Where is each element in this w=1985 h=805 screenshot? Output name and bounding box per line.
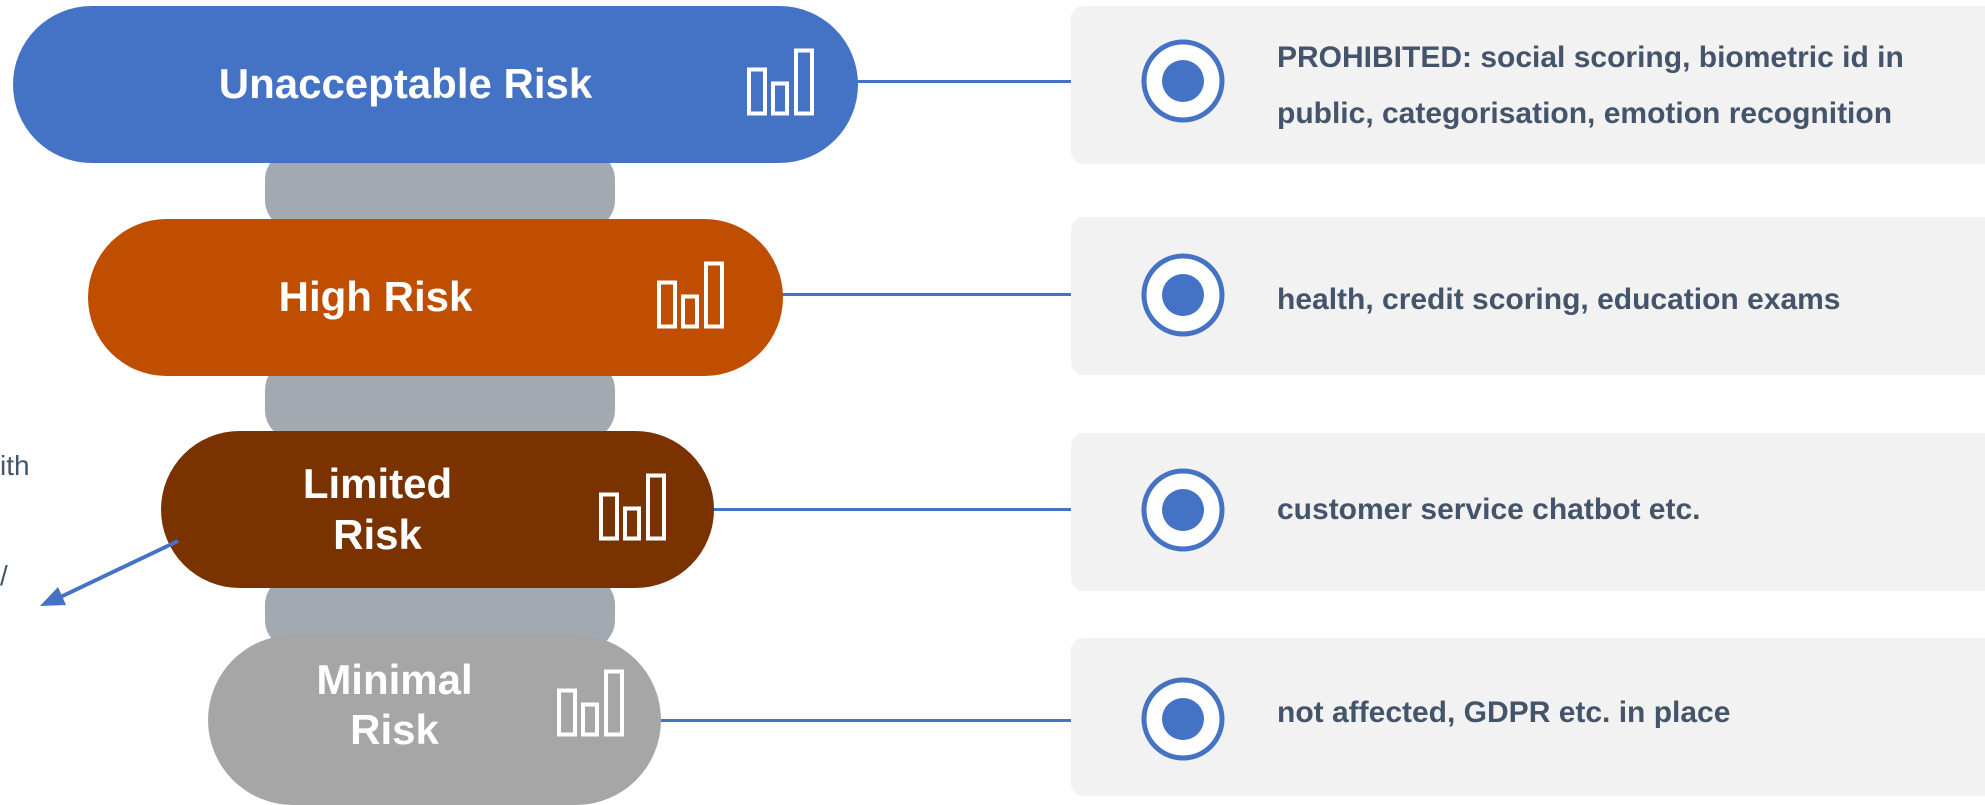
- leader-line-4: [660, 719, 1180, 722]
- tier-label: Limited Risk: [302, 460, 453, 558]
- tier-unacceptable-risk: Unacceptable Risk: [13, 6, 858, 163]
- tier-limited-risk: Limited Risk: [161, 431, 714, 588]
- side-note-text: ith: [0, 450, 30, 481]
- bar-chart-icon: [556, 669, 628, 744]
- tier-minimal-risk: Minimal Risk: [208, 635, 661, 805]
- tier-description: health, credit scoring, education exams: [1277, 283, 1841, 316]
- tier-label: Unacceptable Risk: [218, 60, 593, 108]
- tier-description: customer service chatbot etc.: [1277, 493, 1701, 526]
- bar-chart-icon: [656, 260, 728, 335]
- target-icon: [1141, 39, 1225, 123]
- leader-line-3: [710, 508, 1180, 511]
- leader-line-2: [775, 293, 1180, 296]
- target-icon: [1141, 253, 1225, 337]
- tier-description: PROHIBITED: social scoring, biometric id…: [1277, 41, 1904, 130]
- bar-chart-icon: [598, 472, 670, 547]
- tier-label: High Risk: [278, 273, 473, 321]
- tier-description: not affected, GDPR etc. in place: [1277, 696, 1731, 729]
- target-icon: [1141, 468, 1225, 552]
- arrow-icon: [40, 539, 179, 606]
- bar-chart-icon: [746, 47, 818, 122]
- side-note-text: /: [0, 560, 8, 591]
- tier-label: Minimal Risk: [316, 655, 473, 753]
- connector-1: [265, 150, 615, 230]
- target-icon: [1141, 677, 1225, 761]
- tier-high-risk: High Risk: [88, 219, 783, 376]
- leader-line-1: [850, 80, 1180, 83]
